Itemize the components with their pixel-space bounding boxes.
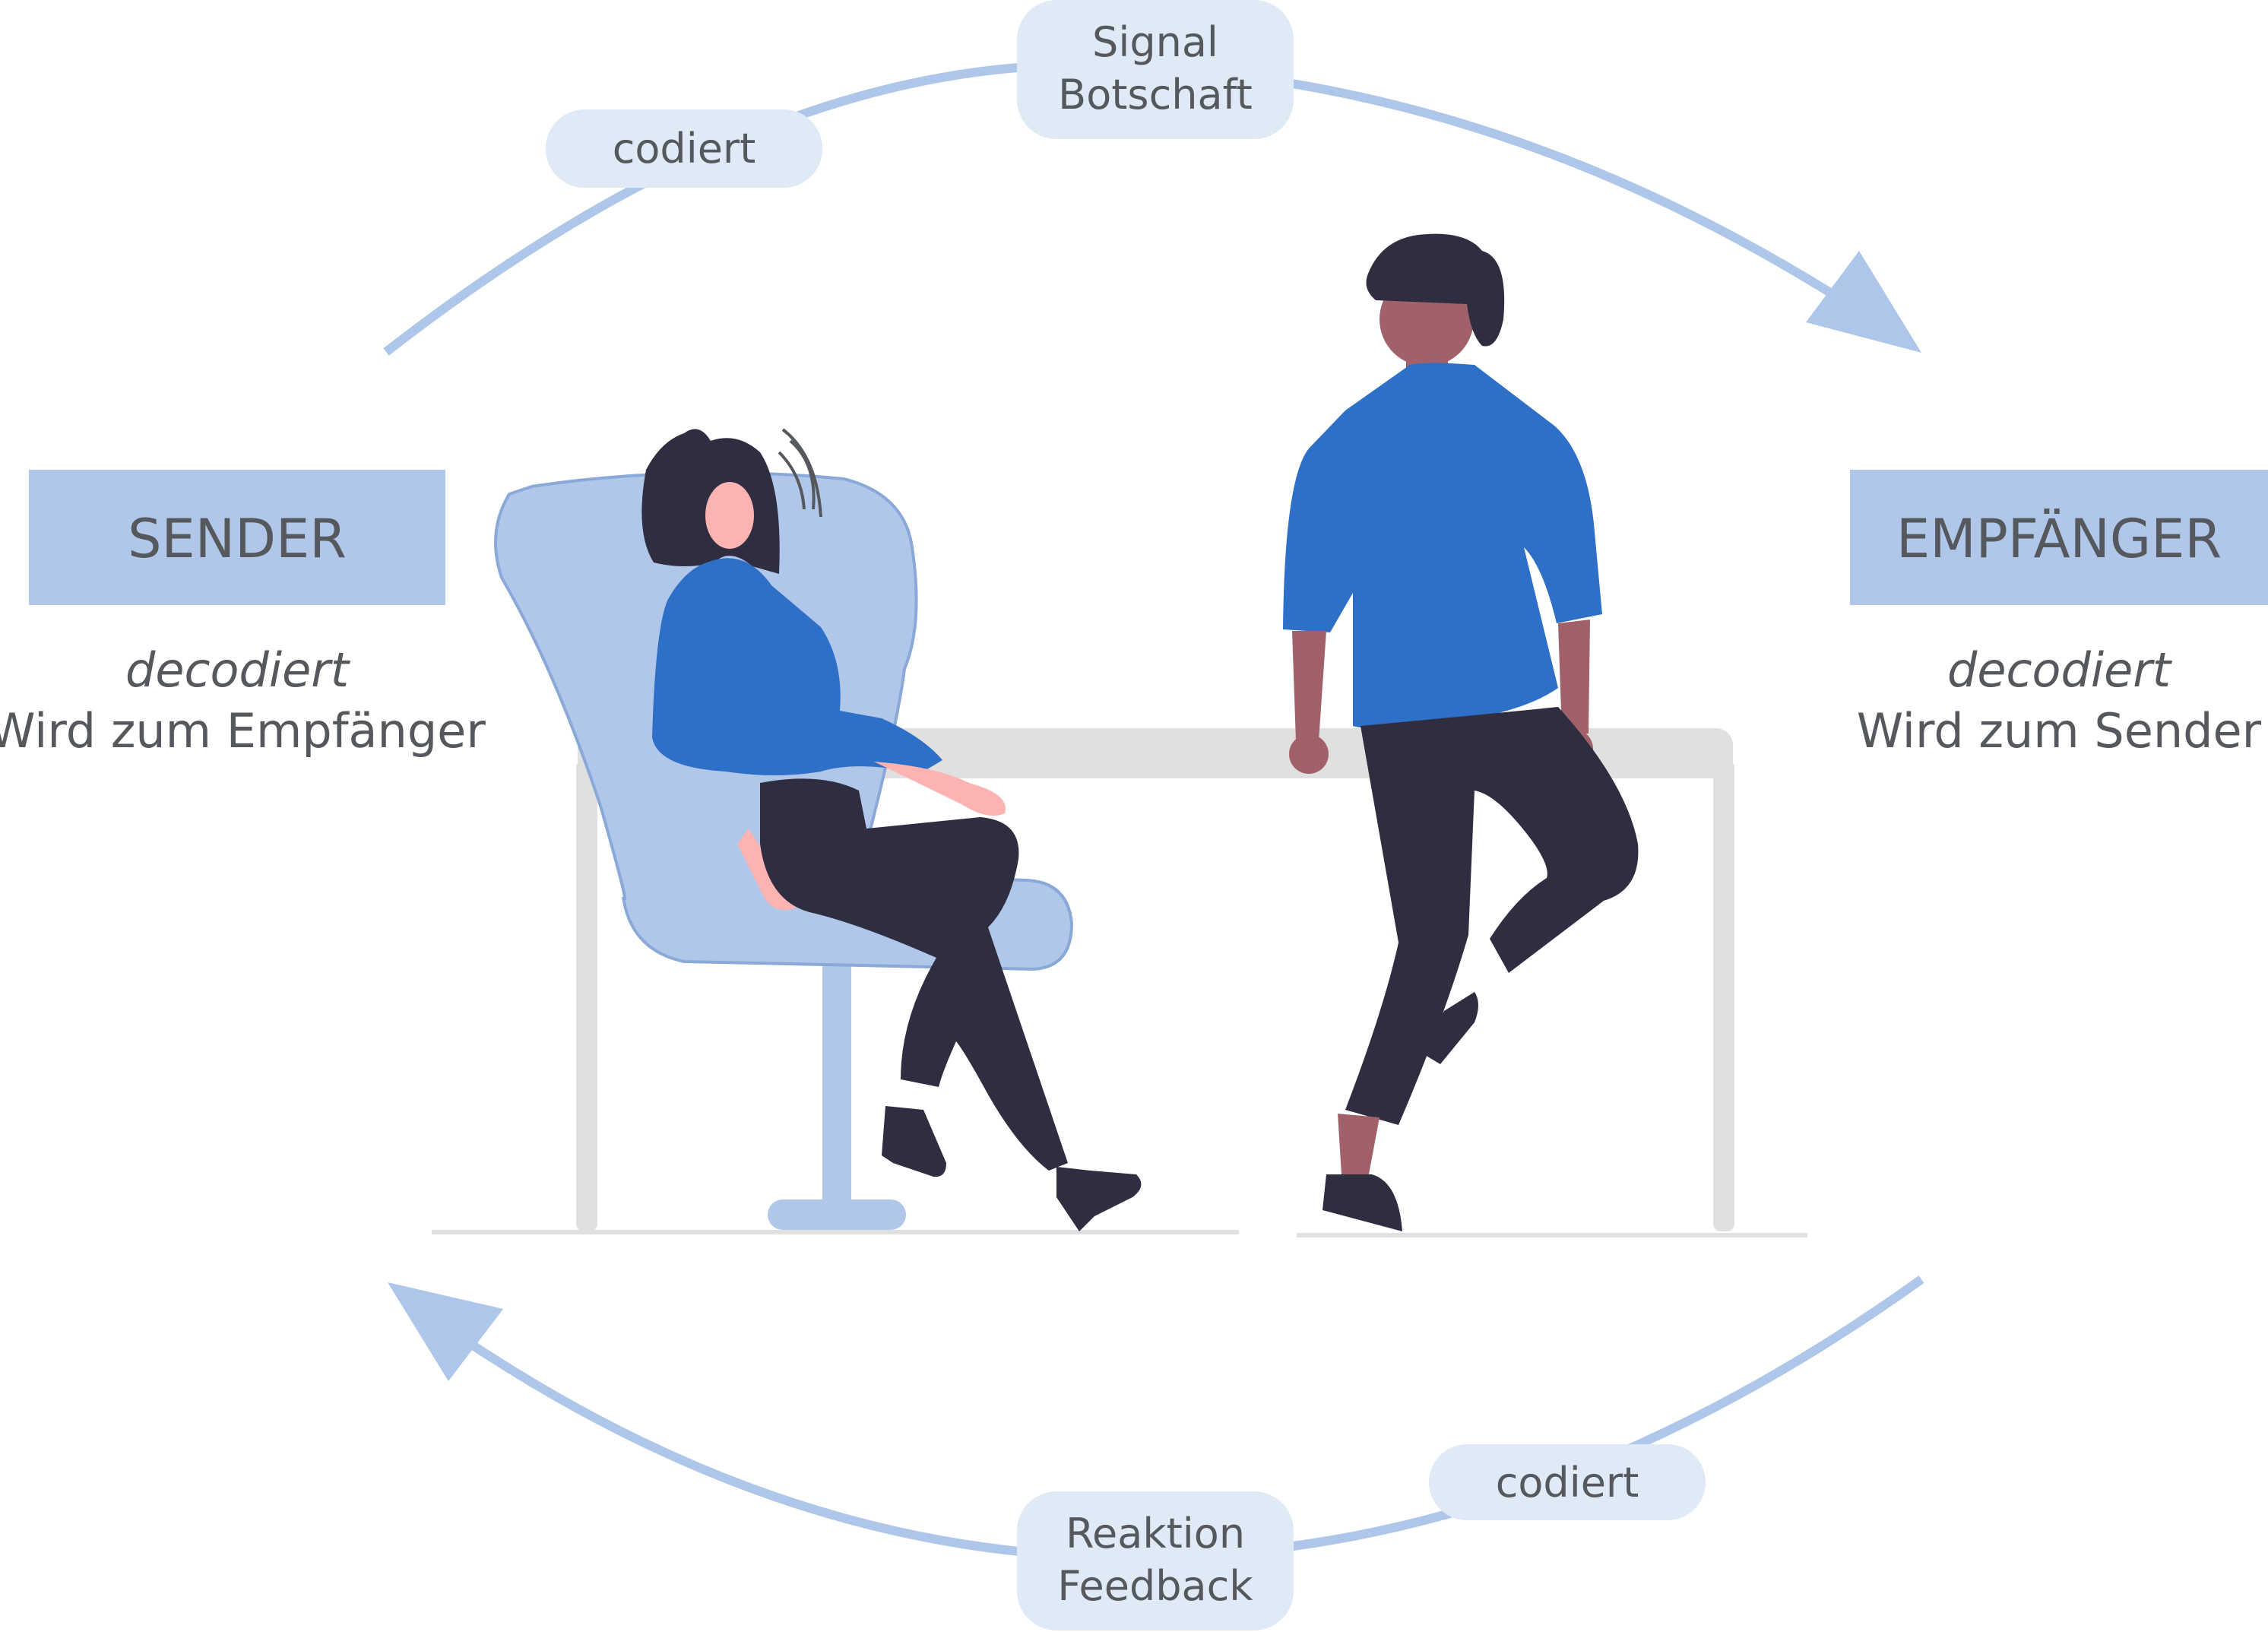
bottom-message-pill: Reaktion Feedback xyxy=(1017,1491,1294,1630)
receiver-box xyxy=(1850,470,2268,605)
floor-line-right xyxy=(1297,1233,1807,1237)
man-figure xyxy=(1283,233,1639,1231)
bottom-encode-pill: codiert xyxy=(1429,1444,1706,1520)
man-shoe xyxy=(1322,1174,1402,1231)
arrow-left-head-icon xyxy=(388,1282,503,1381)
top-encode-label: codiert xyxy=(613,125,756,173)
top-message-pill: Signal Botschaft xyxy=(1017,0,1294,139)
receiver-title: EMPFÄNGER xyxy=(1896,508,2222,570)
woman-legs xyxy=(760,778,1068,1171)
top-message-line2: Botschaft xyxy=(1058,71,1253,119)
woman-torso xyxy=(652,558,942,775)
receiver-action: decodiert xyxy=(1947,642,2173,698)
woman-hand xyxy=(874,762,1006,816)
top-message-line1: Signal xyxy=(1092,18,1218,66)
arrow-right-head-icon xyxy=(1806,251,1921,353)
man-ankle xyxy=(1338,1114,1379,1178)
man-legs xyxy=(1345,707,1639,1125)
man-arm-right xyxy=(1558,620,1590,734)
sender-action: decodiert xyxy=(125,642,351,698)
man-hair xyxy=(1366,233,1505,347)
desk-leg-left xyxy=(576,760,597,1231)
bottom-message-line2: Feedback xyxy=(1057,1562,1253,1610)
receiver-role: Wird zum Sender xyxy=(1857,703,2262,759)
woman-figure xyxy=(641,428,1142,1231)
floor-line-left xyxy=(432,1230,1239,1234)
woman-face xyxy=(705,482,754,549)
man-raised-foot xyxy=(1421,992,1478,1064)
sender-role: Wird zum Empfänger xyxy=(0,703,486,759)
sender-title: SENDER xyxy=(128,508,347,570)
man-torso xyxy=(1283,363,1602,728)
bottom-encode-label: codiert xyxy=(1496,1459,1639,1507)
receiver-panel: EMPFÄNGER decodiert Wird zum Sender xyxy=(1850,470,2268,759)
man-hand-left xyxy=(1289,734,1329,774)
sender-box xyxy=(29,470,445,605)
top-encode-pill: codiert xyxy=(546,109,822,188)
chair-base xyxy=(768,1199,906,1230)
desk-leg-right xyxy=(1713,760,1734,1231)
woman-shoe-right xyxy=(1056,1167,1142,1231)
bottom-message-line1: Reaktion xyxy=(1066,1510,1245,1558)
sender-panel: SENDER decodiert Wird zum Empfänger xyxy=(0,470,486,759)
chair-stem xyxy=(822,943,851,1209)
woman-shoe-left xyxy=(882,1106,946,1177)
man-arm-left xyxy=(1292,631,1326,741)
sound-waves-icon xyxy=(778,428,822,518)
